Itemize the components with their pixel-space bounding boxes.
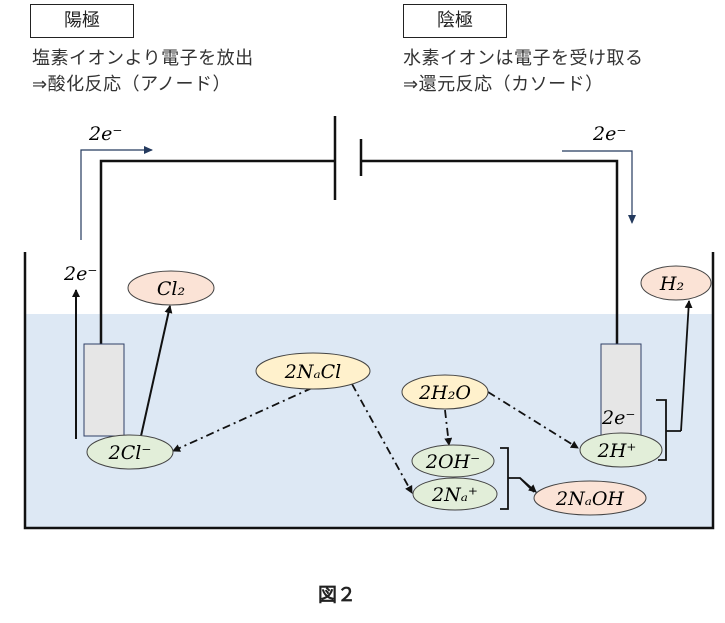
species-h2o: 2H₂O xyxy=(401,374,489,410)
wire-right xyxy=(361,159,619,344)
species-na-ion-label: 2Nₐ⁺ xyxy=(431,484,478,506)
electron-h-bracket xyxy=(656,399,681,461)
species-cl2: Cl₂ xyxy=(127,270,215,306)
cathode-description-line1: 水素イオンは電子を受け取る xyxy=(403,48,644,69)
species-oh-ion-label: 2OH⁻ xyxy=(425,451,480,473)
species-naoh: 2NₐOH xyxy=(533,480,647,516)
species-h-ion-label: 2H⁺ xyxy=(597,440,637,462)
anode-description-line1: 塩素イオンより電子を放出 xyxy=(32,48,254,69)
nacl-to-cl-arrow xyxy=(172,387,313,452)
species-cl2-label: Cl₂ xyxy=(157,278,185,300)
anode-description-line2: ⇒酸化反応（アノード） xyxy=(32,74,231,95)
electron-label-cathode-side: 2e⁻ xyxy=(601,407,635,429)
container-wall xyxy=(23,252,715,530)
species-h2o-label: 2H₂O xyxy=(418,382,471,404)
electron-flow-arrow-left xyxy=(80,146,153,240)
anode-electrode xyxy=(83,343,125,437)
anode-title: 陽極 xyxy=(64,10,100,31)
species-na-ion: 2Nₐ⁺ xyxy=(412,477,498,511)
species-nacl: 2NₐCl xyxy=(255,352,371,390)
cl-to-cl2-arrow xyxy=(140,305,173,437)
bracket-to-naoh-arrow xyxy=(519,477,537,493)
wire-left xyxy=(99,159,335,344)
species-cl-ion-label: 2Cl⁻ xyxy=(108,442,152,464)
anode-title-box: 陽極 xyxy=(30,4,134,38)
cathode-electrode xyxy=(600,343,642,437)
species-h2: H₂ xyxy=(640,265,712,301)
species-cl-ion: 2Cl⁻ xyxy=(86,434,174,470)
h2o-to-oh-arrow xyxy=(444,409,453,446)
cathode-description-line2: ⇒還元反応（カソード） xyxy=(403,74,604,95)
cathode-title: 陰極 xyxy=(437,10,473,31)
electron-label-top-left: 2e⁻ xyxy=(88,123,122,145)
figure-caption: 図２ xyxy=(318,584,357,606)
bracket-to-h2-arrow xyxy=(680,300,693,432)
nacl-to-na-arrow xyxy=(351,383,413,494)
species-h2-label: H₂ xyxy=(659,273,684,295)
electron-label-top-right: 2e⁻ xyxy=(592,123,626,145)
electron-label-anode-side: 2e⁻ xyxy=(63,263,97,285)
species-nacl-label: 2NₐCl xyxy=(284,361,341,383)
species-oh-ion: 2OH⁻ xyxy=(411,444,495,478)
cathode-title-box: 陰極 xyxy=(403,4,507,38)
species-naoh-label: 2NₐOH xyxy=(555,488,624,510)
species-h-ion: 2H⁺ xyxy=(579,432,663,468)
electron-flow-arrow-right xyxy=(562,150,636,224)
